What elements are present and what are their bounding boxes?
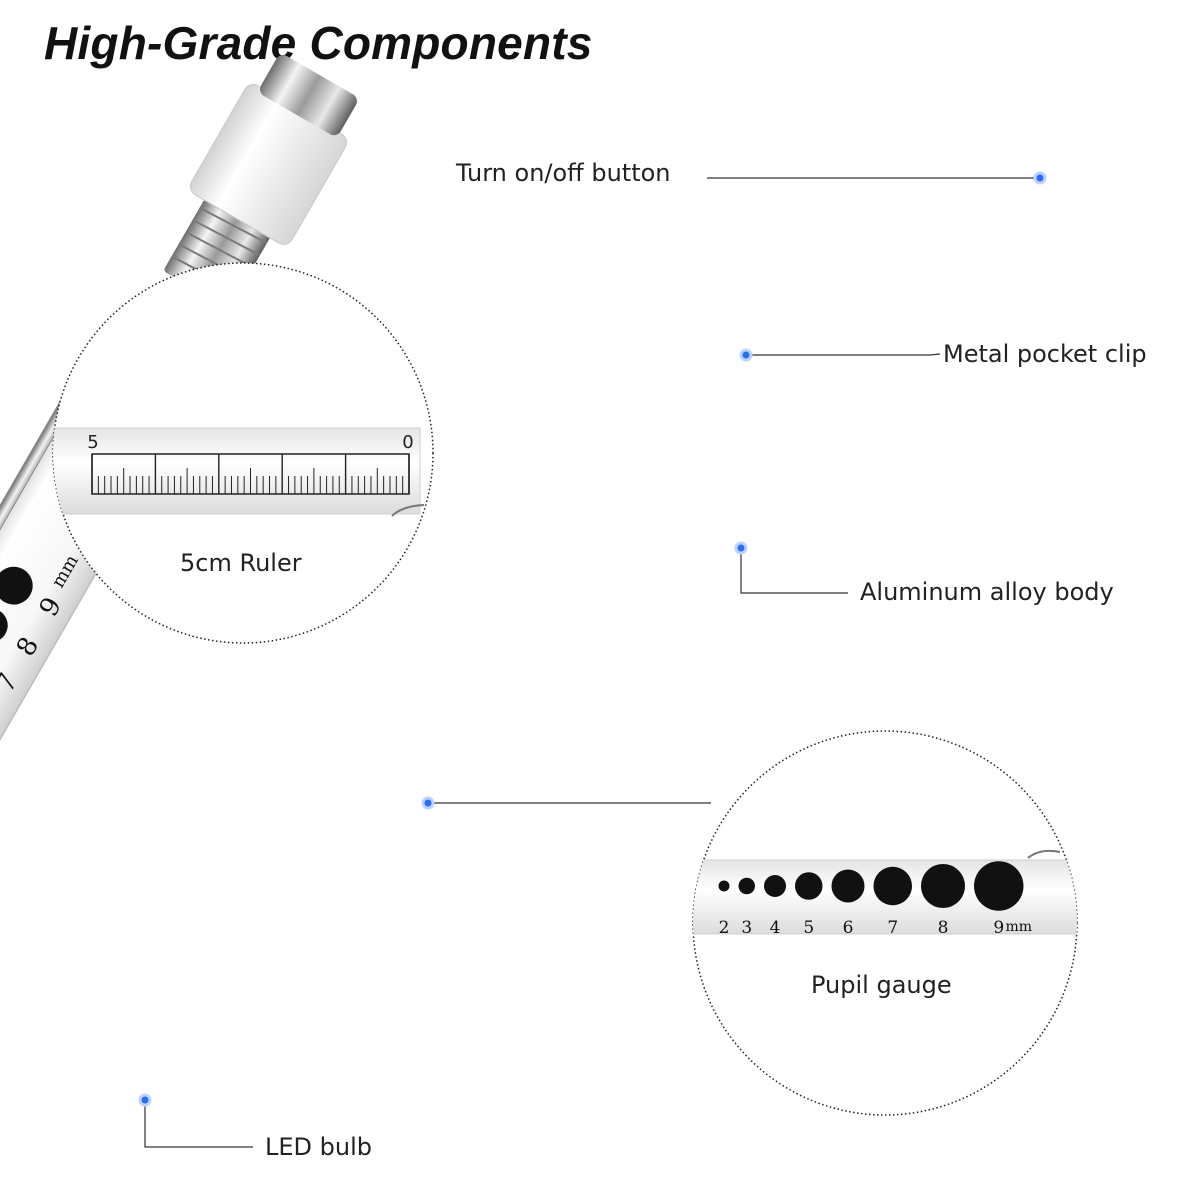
- ruler-ticks: [91, 454, 410, 494]
- zoom-gauge-number: 3: [741, 918, 752, 938]
- zoom-gauge-dot: [795, 872, 823, 900]
- leader-led: [144, 1100, 253, 1148]
- body-gauge-dots: [0, 566, 33, 643]
- ruler-strip: [53, 427, 421, 515]
- label-ruler: 5cm Ruler: [180, 549, 302, 577]
- leader-body: [740, 548, 848, 594]
- zoom-gauge-number: 4: [770, 918, 781, 938]
- dot-button: [1033, 171, 1047, 185]
- ruler-number-right: 0: [402, 432, 413, 453]
- zoom-gauge-number: 6: [843, 918, 854, 938]
- callout-dots: [138, 171, 1047, 1107]
- page-title: High-Grade Components: [44, 17, 593, 69]
- aluminum-body: [0, 349, 194, 1157]
- zoom-gauge-number: 8: [938, 918, 949, 938]
- dot-clip: [739, 348, 753, 362]
- zoom-gauge-unit: mm: [1005, 919, 1032, 935]
- zoom-gauge-dot: [921, 864, 965, 908]
- body-gauge-number: 6: [0, 701, 6, 730]
- ruler-zoom: 5 0: [52, 262, 434, 644]
- label-clip: Metal pocket clip: [943, 340, 1147, 368]
- body-gauge-dot: [0, 566, 33, 605]
- leader-clip: [746, 353, 941, 356]
- zoom-gauge-number: 2: [719, 918, 730, 938]
- label-body: Aluminum alloy body: [860, 578, 1114, 606]
- power-button: [260, 55, 357, 136]
- zoom-gauge-number: 7: [887, 918, 898, 938]
- dot-led: [138, 1093, 152, 1107]
- dot-body: [734, 541, 748, 555]
- zoom-gauge-number: 9: [993, 918, 1004, 938]
- zoom-gauge-dot: [738, 877, 755, 895]
- zoom-gauge-dot: [873, 866, 912, 906]
- ruler-number-left: 5: [87, 432, 98, 453]
- ruler-clip-edge: [391, 504, 425, 517]
- label-gauge: Pupil gauge: [811, 971, 952, 999]
- label-button: Turn on/off button: [456, 159, 671, 187]
- leader-lines: [144, 177, 1040, 1148]
- zoom-gauge-dot: [974, 861, 1024, 911]
- zoom-gauge-dots: [718, 861, 1024, 911]
- label-led: LED bulb: [265, 1133, 372, 1161]
- zoom-gauge-dot: [718, 880, 730, 892]
- zoom-gauge-dot: [764, 875, 786, 897]
- dot-gauge: [421, 796, 435, 810]
- gauge-clip-edge: [1027, 849, 1061, 859]
- zoom-gauge-number: 5: [803, 918, 814, 938]
- zoom-gauge-dot: [831, 869, 865, 903]
